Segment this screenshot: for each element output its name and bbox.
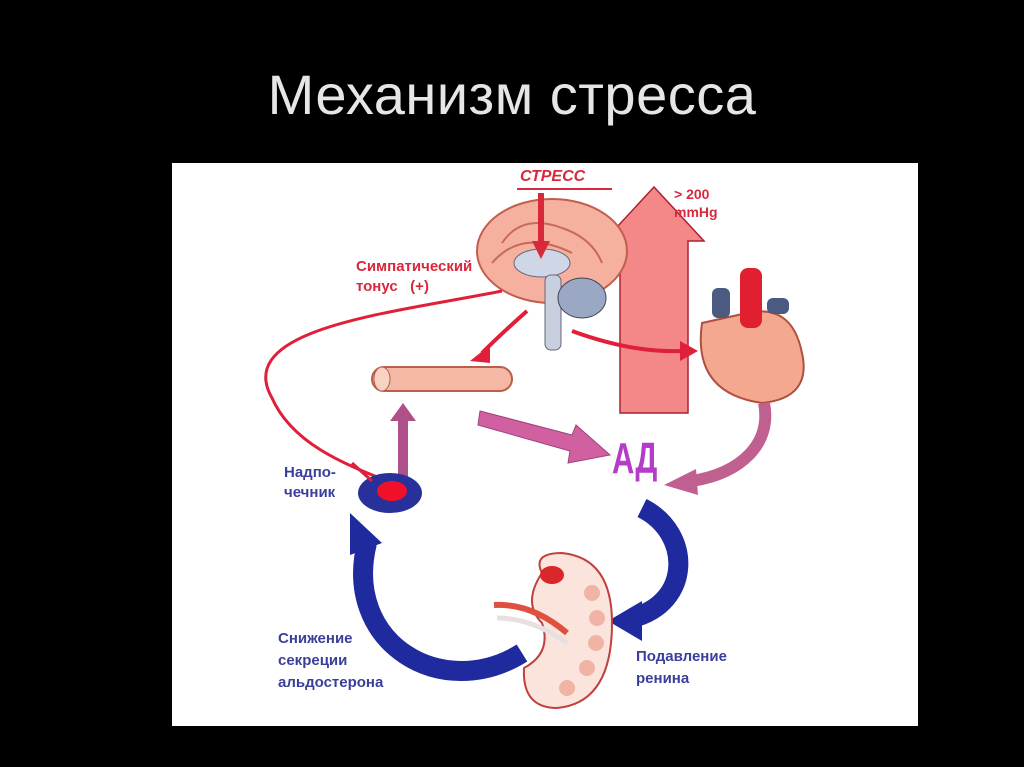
pressure-label-line2: mmHg [674, 204, 718, 220]
stress-arrow [517, 188, 612, 259]
blood-vessel-icon [371, 366, 513, 392]
sympathetic-label-line1: Симпатический [356, 258, 473, 275]
adrenal-gland-icon [350, 461, 422, 513]
slide-title: Механизм стресса [267, 63, 757, 126]
aldosterone-label-line3: альдостерона [278, 674, 384, 691]
adrenal-to-vessel-arrow [398, 418, 408, 480]
vessel-to-bp-arrow [477, 410, 612, 464]
pressure-label-line1: > 200 [674, 186, 710, 202]
brain-icon [476, 198, 628, 351]
renin-label-line2: ренина [636, 670, 690, 687]
adrenal-label-line1: Надпо- [284, 464, 336, 481]
aldosterone-arrow [353, 540, 528, 681]
blood-pressure-label: АД [612, 434, 658, 483]
kidney-icon [493, 551, 614, 710]
aldosterone-label-line2: секреции [278, 652, 348, 669]
heart-to-bp-arrow [690, 401, 772, 487]
renin-arrow [628, 499, 689, 628]
stress-mechanism-diagram: СТРЕСС > 200 mmHg Симпатический тонус (+… [172, 163, 918, 726]
heart-icon [699, 268, 805, 405]
renin-label-line1: Подавление [636, 648, 727, 665]
sympathetic-label-line2: тонус (+) [356, 278, 429, 295]
adrenal-label-line2: чечник [284, 484, 336, 501]
aldosterone-label-line1: Снижение [278, 630, 353, 647]
stress-label: СТРЕСС [520, 168, 586, 185]
brain-to-heart-arrow [571, 329, 683, 354]
sympathetic-path [264, 289, 503, 483]
